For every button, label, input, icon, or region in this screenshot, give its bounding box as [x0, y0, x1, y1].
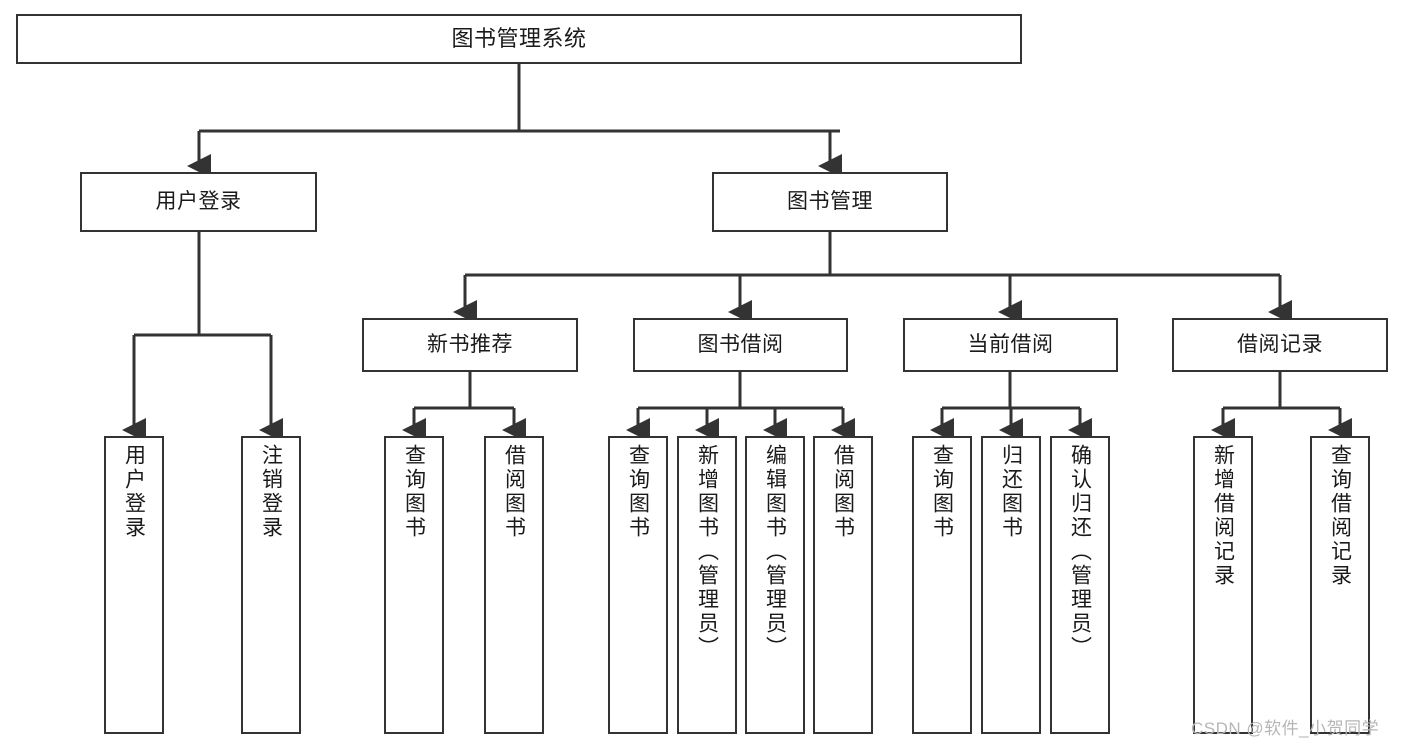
- node-new-book-recommend-label: 新书推荐: [427, 333, 513, 357]
- node-leaf-borrowrecord-add[interactable]: 新增借阅记录: [1193, 436, 1253, 734]
- node-leaf-currentborrow-confirm[interactable]: 确认归还（管理员）: [1050, 436, 1110, 734]
- node-borrow-record[interactable]: 借阅记录: [1172, 318, 1388, 372]
- node-leaf-bookborrow-edit-label: 编辑图书（管理员）: [763, 444, 787, 660]
- node-user-login[interactable]: 用户登录: [80, 172, 317, 232]
- node-leaf-newbook-query-label: 查询图书: [402, 444, 426, 540]
- node-leaf-currentborrow-return[interactable]: 归还图书: [981, 436, 1041, 734]
- watermark-text: CSDN @软件_小贺同学: [1191, 719, 1380, 738]
- node-leaf-borrowrecord-query[interactable]: 查询借阅记录: [1310, 436, 1370, 734]
- node-book-management[interactable]: 图书管理: [712, 172, 948, 232]
- node-leaf-bookborrow-query-label: 查询图书: [626, 444, 650, 540]
- node-leaf-user-login-signin[interactable]: 用户登录: [104, 436, 164, 734]
- node-user-login-label: 用户登录: [155, 190, 242, 214]
- node-current-borrow-label: 当前借阅: [967, 333, 1054, 357]
- node-leaf-borrowrecord-add-label: 新增借阅记录: [1211, 444, 1235, 588]
- node-leaf-borrowrecord-query-label: 查询借阅记录: [1328, 444, 1352, 588]
- node-leaf-newbook-borrow-label: 借阅图书: [502, 444, 526, 540]
- node-root-system-label: 图书管理系统: [451, 25, 587, 51]
- node-leaf-bookborrow-edit[interactable]: 编辑图书（管理员）: [745, 436, 805, 734]
- node-leaf-bookborrow-query[interactable]: 查询图书: [608, 436, 668, 734]
- node-leaf-user-login-signout[interactable]: 注销登录: [241, 436, 301, 734]
- node-leaf-newbook-query[interactable]: 查询图书: [384, 436, 444, 734]
- node-leaf-currentborrow-confirm-label: 确认归还（管理员）: [1068, 444, 1092, 660]
- node-leaf-bookborrow-borrow-label: 借阅图书: [831, 444, 855, 540]
- node-leaf-newbook-borrow[interactable]: 借阅图书: [484, 436, 544, 734]
- node-root-system[interactable]: 图书管理系统: [16, 14, 1022, 64]
- node-leaf-bookborrow-add[interactable]: 新增图书（管理员）: [677, 436, 737, 734]
- node-leaf-currentborrow-query[interactable]: 查询图书: [912, 436, 972, 734]
- node-book-borrow[interactable]: 图书借阅: [633, 318, 848, 372]
- node-book-management-label: 图书管理: [787, 190, 873, 214]
- node-book-borrow-label: 图书借阅: [697, 333, 784, 357]
- node-leaf-bookborrow-borrow[interactable]: 借阅图书: [813, 436, 873, 734]
- node-leaf-user-login-signout-label: 注销登录: [259, 444, 283, 540]
- node-leaf-bookborrow-add-label: 新增图书（管理员）: [695, 444, 719, 660]
- node-new-book-recommend[interactable]: 新书推荐: [362, 318, 578, 372]
- node-leaf-currentborrow-return-label: 归还图书: [999, 444, 1023, 540]
- node-leaf-currentborrow-query-label: 查询图书: [930, 444, 954, 540]
- node-borrow-record-label: 借阅记录: [1237, 333, 1323, 357]
- node-current-borrow[interactable]: 当前借阅: [903, 318, 1118, 372]
- node-leaf-user-login-signin-label: 用户登录: [122, 444, 146, 540]
